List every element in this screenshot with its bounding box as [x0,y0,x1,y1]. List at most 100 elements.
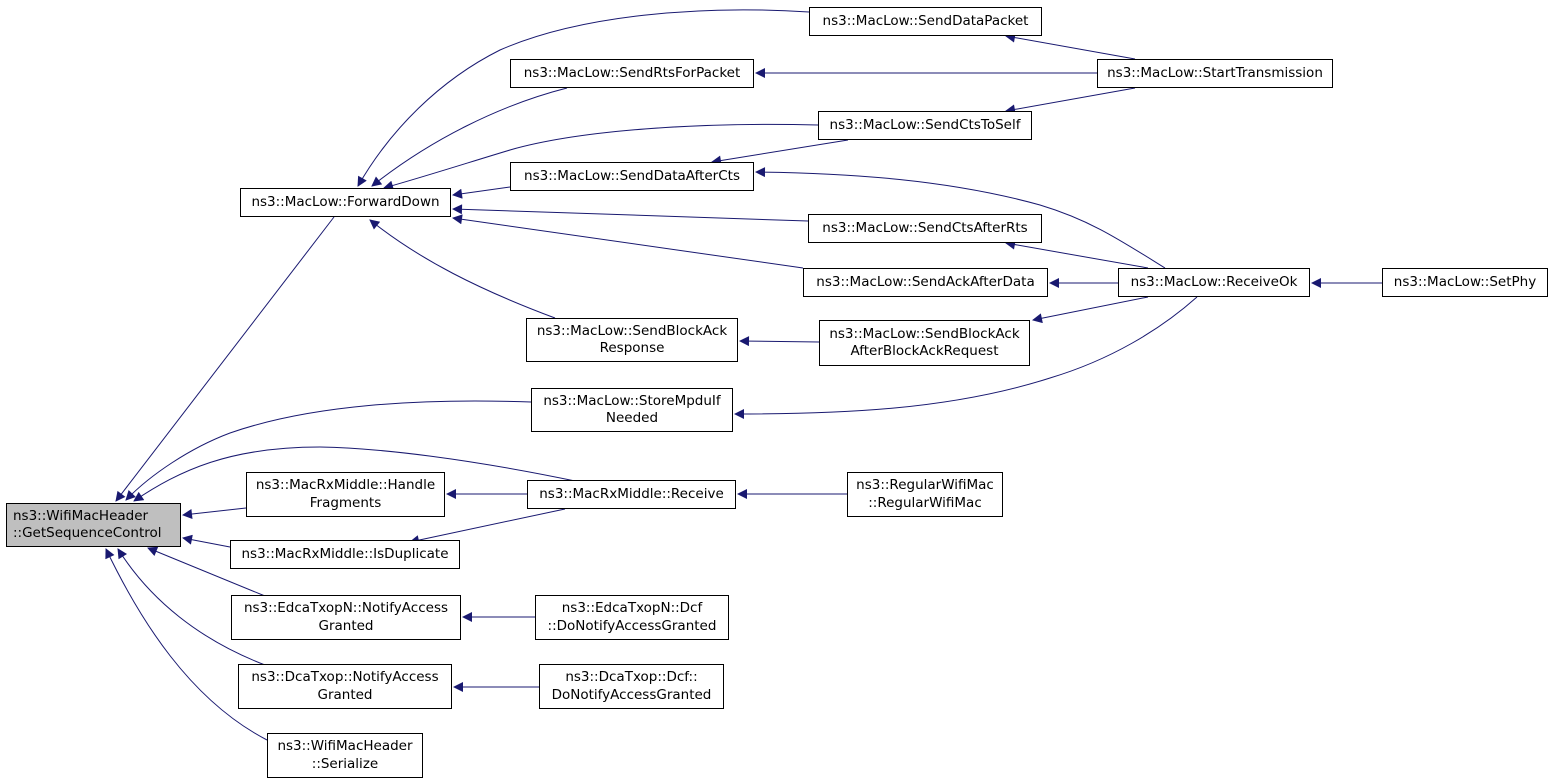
node-label-line: ns3::MacLow::SendCtsAfterRts [822,219,1028,236]
node-label-line: ns3::MacRxMiddle::Handle [255,477,436,493]
edge-serialize-to-root [105,548,268,741]
node-is-duplicate[interactable]: ns3::MacRxMiddle::IsDuplicate [230,540,460,569]
node-label: ns3::MacLow::SendDataPacket [823,13,1029,31]
node-send-cts-after-rts[interactable]: ns3::MacLow::SendCtsAfterRts [808,214,1042,243]
node-label-line: ::RegularWifiMac [868,494,982,511]
edge-sendBlockAckResponse-to-forwardDown [369,219,556,319]
edge-storeMpdu-to-root [125,400,532,501]
node-start-transmission[interactable]: ns3::MacLow::StartTransmission [1097,59,1333,88]
node-label-line: Fragments [309,494,382,511]
node-label: ns3::MacLow::SendAckAfterData [816,274,1034,292]
node-label-line: ns3::MacRxMiddle::IsDuplicate [241,545,449,562]
node-label-line: ns3::MacLow::StoreMpduIf [543,392,721,409]
node-label-line: DoNotifyAccessGranted [551,686,712,703]
edge-sendDataAfterCts-to-forwardDown [452,186,511,199]
edge-edcaNotify-to-root [147,546,266,597]
node-label-line: ns3::RegularWifiMac [856,477,994,493]
node-label-line: AfterBlockAckRequest [850,343,999,359]
node-label: ns3::MacLow::StartTransmission [1107,65,1323,83]
node-label: ns3::MacLow::SendDataAfterCts [524,168,740,186]
node-label-line: ns3::DcaTxop::Dcf:: [565,669,698,685]
node-root: ns3::WifiMacHeader::GetSequenceControl [6,503,181,547]
node-set-phy[interactable]: ns3::MacLow::SetPhy [1382,268,1548,297]
node-label: ns3::EdcaTxopN::Dcf::DoNotifyAccessGrant… [548,600,717,635]
node-send-data-after-cts[interactable]: ns3::MacLow::SendDataAfterCts [510,162,754,191]
node-send-data-packet[interactable]: ns3::MacLow::SendDataPacket [809,7,1042,36]
node-receive-ok[interactable]: ns3::MacLow::ReceiveOk [1118,268,1310,297]
node-label-line: ns3::MacLow::SendCtsToSelf [829,116,1021,133]
node-forward-down[interactable]: ns3::MacLow::ForwardDown [240,188,451,217]
node-label: ns3::MacLow::SetPhy [1394,274,1536,292]
node-dca-dcf[interactable]: ns3::DcaTxop::Dcf::DoNotifyAccessGranted [539,664,724,709]
edge-rxReceive-to-isDuplicate [409,508,566,546]
edge-receiveOk-to-sendDataAfterCts [755,167,1166,269]
node-label-line: ::Serialize [311,755,379,772]
node-label-line: ns3::MacLow::SendAckAfterData [816,273,1035,290]
node-send-cts-to-self[interactable]: ns3::MacLow::SendCtsToSelf [818,111,1032,140]
edge-handleFragments-to-root [182,507,247,519]
node-serialize[interactable]: ns3::WifiMacHeader::Serialize [267,733,423,778]
node-label-line: ns3::MacLow::SetPhy [1393,273,1537,290]
edge-receiveOk-to-sendBlockAckAfterBar [1032,296,1149,324]
node-label: ns3::WifiMacHeader::Serialize [277,738,412,773]
node-label-line: ns3::EdcaTxopN::NotifyAccess [243,600,449,616]
node-label-line: ns3::MacLow::SendBlockAck [829,325,1020,342]
node-label: ns3::MacRxMiddle::IsDuplicate [241,546,448,564]
node-send-rts-for-packet[interactable]: ns3::MacLow::SendRtsForPacket [510,59,754,88]
node-label-line: ns3::MacLow::SendDataPacket [822,12,1029,29]
edge-receiveOk-to-sendCtsAfterRts [1005,239,1149,269]
node-label: ns3::RegularWifiMac::RegularWifiMac [856,477,994,512]
node-label-line: Response [599,340,665,356]
edge-dcaNotify-to-root [117,548,266,666]
node-label-line: ns3::MacRxMiddle::Receive [539,485,724,502]
node-edca-dcf[interactable]: ns3::EdcaTxopN::Dcf::DoNotifyAccessGrant… [535,595,729,640]
edge-rxReceive-to-root [133,446,581,502]
node-label-line: ns3::WifiMacHeader [277,738,413,754]
node-label-line: ns3::DcaTxop::NotifyAccess [251,669,439,685]
node-label-line: ::GetSequenceControl [13,525,162,541]
node-label-line: ns3::MacLow::ForwardDown [251,193,440,210]
edge-sendRtsForPacket-to-forwardDown [371,87,568,187]
edge-isDuplicate-to-root [182,534,231,548]
node-send-ack-after-data[interactable]: ns3::MacLow::SendAckAfterData [803,268,1048,297]
edge-sendCtsToSelf-to-sendDataAfterCts [711,139,849,166]
edge-forwardDown-to-root [115,216,335,502]
node-label-line: ns3::WifiMacHeader [13,507,149,524]
edge-sendDataPacket-to-forwardDown [357,9,810,187]
node-label: ns3::WifiMacHeader::GetSequenceControl [13,508,162,543]
node-label: ns3::MacLow::ForwardDown [251,194,439,212]
node-regular-wifi-mac[interactable]: ns3::RegularWifiMac::RegularWifiMac [847,472,1003,517]
node-label: ns3::MacLow::ReceiveOk [1131,274,1298,292]
node-label-line: ns3::MacLow::ReceiveOk [1130,273,1298,290]
node-label-line: ns3::MacLow::SendBlockAck [536,322,728,339]
node-label: ns3::MacLow::SendCtsAfterRts [822,220,1027,238]
node-label: ns3::DcaTxop::Dcf::DoNotifyAccessGranted [552,669,712,704]
node-rx-receive[interactable]: ns3::MacRxMiddle::Receive [527,480,736,509]
node-label-line: Granted [318,617,374,634]
node-label: ns3::MacRxMiddle::Receive [539,486,724,504]
node-label-line: Needed [605,410,659,426]
edge-receiveOk-to-storeMpdu [734,296,1198,419]
node-label-line: ns3::MacLow::SendRtsForPacket [523,64,741,81]
node-label-line: Granted [317,686,373,703]
edge-sendCtsAfterRts-to-forwardDown [452,204,809,222]
edge-startTransmission-to-sendCtsToSelf [1005,87,1136,115]
edge-startTransmission-to-sendDataPacket [1005,32,1136,60]
node-label-line: ns3::MacLow::SendDataAfterCts [524,167,740,184]
node-label: ns3::MacLow::SendRtsForPacket [524,65,741,83]
edge-sendBlockAckAfterBar-to-sendBlockAckResponse [739,336,820,347]
node-label: ns3::MacLow::SendCtsToSelf [830,117,1021,135]
node-label-line: ::DoNotifyAccessGranted [547,617,717,634]
